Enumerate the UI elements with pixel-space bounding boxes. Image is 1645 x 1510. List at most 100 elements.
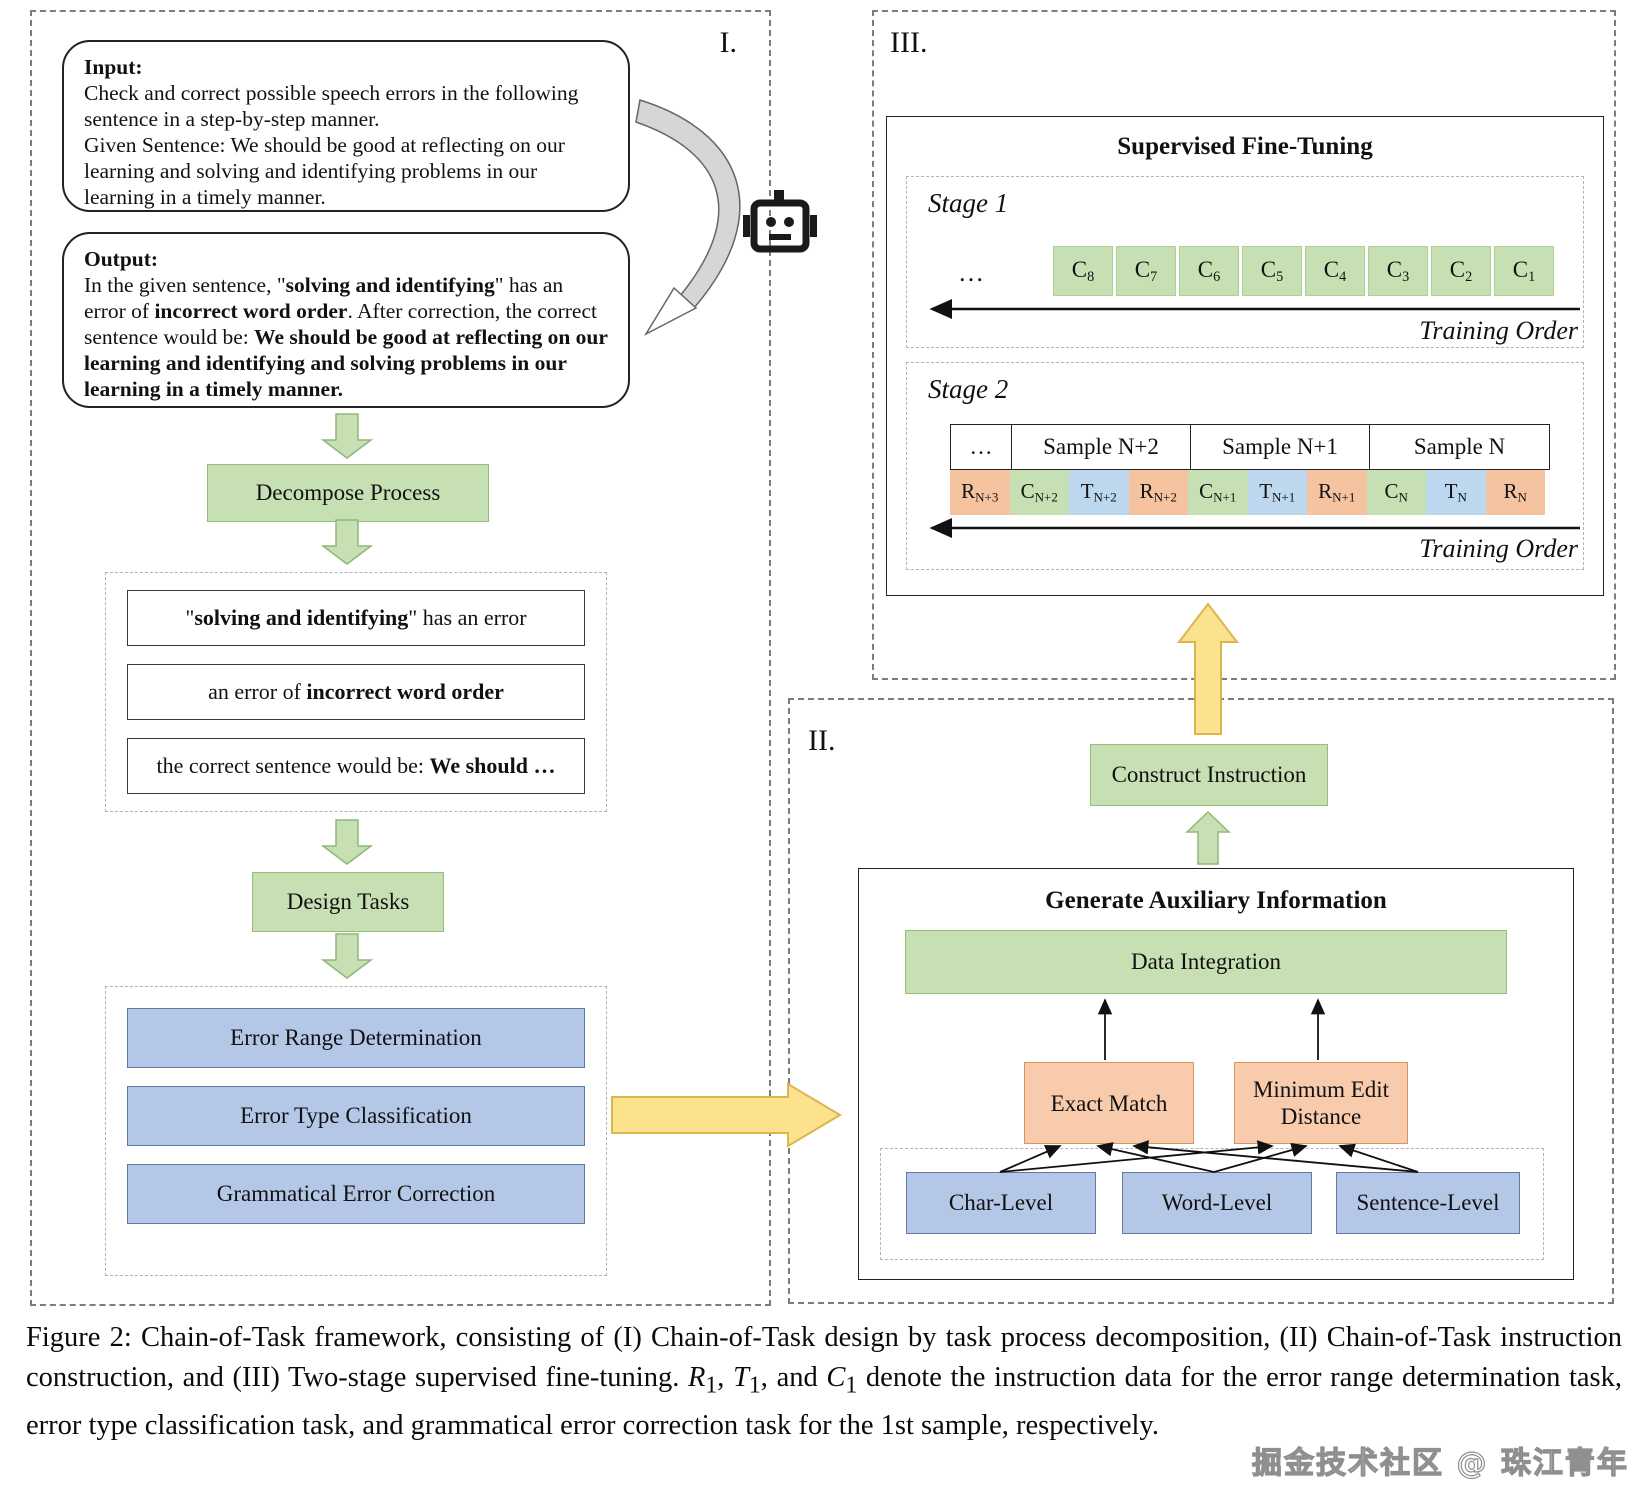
caption-math-sub: 1 — [845, 1372, 858, 1399]
panel-II-label: II. — [808, 724, 836, 757]
task-box-error-range: Error Range Determination — [127, 1008, 585, 1068]
cell-sub: N — [1457, 489, 1467, 505]
output-seg: " has an error of — [84, 273, 564, 323]
output-seg-bold: We should be good at reflecting on our l… — [84, 325, 608, 401]
word-level-box: Word-Level — [1122, 1172, 1312, 1234]
watermark: 掘金技术社区 @ 珠江青年 — [1251, 1445, 1629, 1481]
cell-base: R — [1318, 478, 1333, 503]
cell-base: C — [1449, 256, 1466, 282]
stage2-cell-r: RN — [1485, 469, 1545, 515]
stage1-training-order: Training Order — [1419, 316, 1578, 345]
cell-base: C — [1386, 256, 1403, 282]
stage1-cell: C2 — [1431, 246, 1491, 296]
exact-match-box: Exact Match — [1024, 1062, 1194, 1144]
med-label-line1: Minimum Edit — [1252, 1077, 1390, 1102]
construct-instruction-box: Construct Instruction — [1090, 744, 1328, 806]
cell-base: C — [1134, 256, 1151, 282]
design-tasks-box: Design Tasks — [252, 872, 444, 932]
sentence-level-box: Sentence-Level — [1336, 1172, 1520, 1234]
decomposed-group — [105, 572, 607, 812]
cell-sub: N+2 — [1153, 489, 1177, 505]
caption-math-T1: T — [733, 1362, 749, 1393]
caption-math-R1: R — [687, 1362, 706, 1393]
cell-base: C — [1197, 256, 1214, 282]
cell-base: T — [1444, 478, 1458, 503]
stage1-cell: C5 — [1242, 246, 1302, 296]
cell-base: C — [1512, 256, 1529, 282]
stage1-ellipsis: … — [958, 258, 984, 287]
stage2-cell-r: RN+2 — [1128, 469, 1188, 515]
output-seg-bold: solving and identifying — [285, 273, 495, 297]
cell-sub: 5 — [1276, 268, 1284, 285]
level-label: Sentence-Level — [1356, 1190, 1500, 1215]
caption-math-C1: C — [826, 1362, 846, 1393]
header-text: Sample N+2 — [1043, 434, 1159, 459]
exact-match-label: Exact Match — [1050, 1090, 1168, 1116]
stage1-label: Stage 1 — [928, 188, 1009, 218]
stage2-cell-t: TN — [1426, 469, 1486, 515]
min-edit-distance-box: Minimum Edit Distance — [1234, 1062, 1408, 1144]
cell-sub: N+2 — [1034, 489, 1058, 505]
med-label-line2: Distance — [1280, 1104, 1362, 1129]
stage2-header-row: … Sample N+2 Sample N+1 Sample N — [950, 424, 1550, 470]
output-title: Output: — [84, 247, 159, 271]
stage2-header-cell: Sample N+1 — [1190, 424, 1369, 470]
text-seg: an error of — [208, 679, 307, 704]
cell-sub: 3 — [1402, 268, 1410, 285]
construct-instruction-label: Construct Instruction — [1111, 762, 1307, 787]
cell-sub: N+1 — [1213, 489, 1237, 505]
stage1-cell: C6 — [1179, 246, 1239, 296]
cell-base: C — [1384, 478, 1399, 503]
stage1-cell: C1 — [1494, 246, 1554, 296]
cell-sub: 1 — [1528, 268, 1536, 285]
cell-sub: 6 — [1213, 268, 1221, 285]
decomposed-box-3: the correct sentence would be: We should… — [127, 738, 585, 794]
task-label: Error Type Classification — [240, 1103, 472, 1128]
text-seg: " — [185, 605, 195, 630]
stage1-group — [906, 176, 1584, 348]
header-text: … — [969, 434, 993, 459]
decomposed-box-1: "solving and identifying" has an error — [127, 590, 585, 646]
panel-III: III. — [872, 10, 1616, 680]
level-label: Word-Level — [1161, 1190, 1273, 1215]
caption-text: , — [717, 1362, 734, 1393]
panel-III-label: III. — [890, 26, 928, 59]
cell-sub: 7 — [1150, 268, 1158, 285]
text-seg-bold: solving and identifying — [194, 605, 409, 630]
cell-base: C — [1199, 478, 1214, 503]
cell-sub: N+2 — [1093, 489, 1117, 505]
task-box-error-type: Error Type Classification — [127, 1086, 585, 1146]
cell-sub: N — [1398, 489, 1408, 505]
task-label: Grammatical Error Correction — [216, 1181, 496, 1206]
decompose-process-box: Decompose Process — [207, 464, 489, 522]
supervised-fine-tuning-box: Supervised Fine-Tuning — [886, 116, 1604, 596]
cell-base: C — [1071, 256, 1088, 282]
input-title: Input: — [84, 55, 143, 79]
stage2-group — [906, 362, 1584, 570]
stage2-header-cell: Sample N — [1369, 424, 1550, 470]
task-label: Error Range Determination — [230, 1025, 482, 1050]
stage2-cell-c: CN+2 — [1009, 469, 1069, 515]
stage1-cell-row: C8 C7 C6 C5 C4 C3 C2 C1 — [1053, 246, 1554, 296]
cell-sub: 2 — [1465, 268, 1473, 285]
cell-base: C — [1260, 256, 1277, 282]
level-label: Char-Level — [948, 1190, 1054, 1215]
caption-text: , and — [760, 1362, 827, 1393]
stage2-cell-t: TN+2 — [1069, 469, 1129, 515]
caption-text: Figure 2: Chain-of-Task framework, consi… — [26, 1322, 1622, 1393]
output-seg-bold: incorrect word order — [154, 299, 348, 323]
cell-sub: 4 — [1339, 268, 1347, 285]
stage2-header-cell: … — [950, 424, 1011, 470]
text-seg-bold: We should … — [429, 753, 556, 778]
stage1-cell: C4 — [1305, 246, 1365, 296]
stage2-training-order: Training Order — [1419, 534, 1578, 563]
stage1-cell: C7 — [1116, 246, 1176, 296]
caption-text: denote the instruction data for the erro… — [26, 1362, 1623, 1441]
char-level-box: Char-Level — [906, 1172, 1096, 1234]
header-text: Sample N — [1413, 434, 1506, 459]
cell-sub: N — [1517, 489, 1527, 505]
stage1-cell: C8 — [1053, 246, 1113, 296]
output-seg: . After correction, the correct sentence… — [84, 299, 597, 349]
output-seg: In the given sentence, " — [84, 273, 286, 297]
